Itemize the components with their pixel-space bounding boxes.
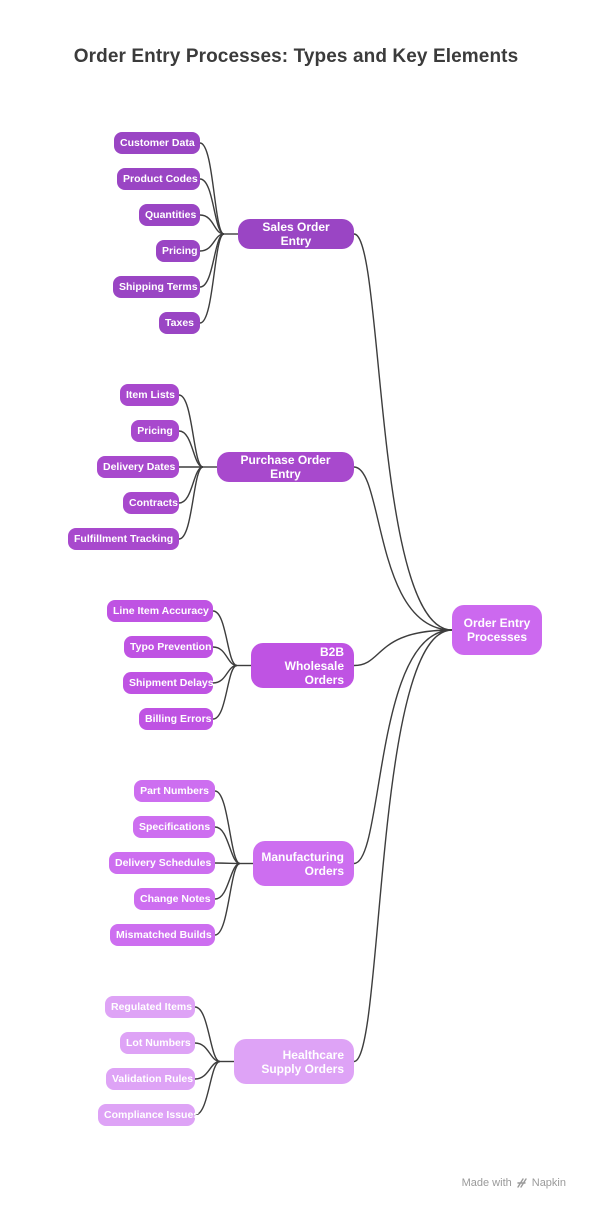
- connector-line: [353, 629, 453, 667]
- leaf-item[interactable]: Quantities: [139, 204, 200, 226]
- connector-line: [199, 142, 225, 235]
- leaf-item[interactable]: Billing Errors: [139, 708, 213, 730]
- credit-prefix: Made with: [461, 1177, 512, 1189]
- connector-line: [212, 664, 238, 720]
- branch-node-manufacturing[interactable]: Manufacturing Orders: [253, 841, 354, 886]
- diagram-title: Order Entry Processes: Types and Key Ele…: [73, 46, 519, 67]
- leaf-item[interactable]: Fulfillment Tracking: [68, 528, 179, 550]
- leaf-item[interactable]: Typo Prevention: [124, 636, 213, 658]
- connector-line: [178, 466, 204, 540]
- leaf-item[interactable]: Regulated Items: [105, 996, 195, 1018]
- connector-line: [353, 629, 453, 865]
- branch-label: B2B Wholesale Orders: [284, 644, 344, 687]
- branch-label: Manufacturing Orders: [261, 849, 344, 878]
- credit-brand: Napkin: [531, 1177, 566, 1189]
- leaf-item[interactable]: Product Codes: [117, 168, 200, 190]
- branch-node-sales[interactable]: Sales Order Entry: [238, 219, 354, 249]
- branch-node-b2b[interactable]: B2B Wholesale Orders: [251, 643, 354, 688]
- branch-label: Healthcare Supply Orders: [261, 1047, 344, 1076]
- leaf-item[interactable]: Pricing: [131, 420, 179, 442]
- leaf-item[interactable]: Lot Numbers: [120, 1032, 195, 1054]
- connector-line: [178, 394, 204, 468]
- root-node[interactable]: Order Entry Processes: [452, 605, 542, 655]
- connector-line: [194, 1042, 221, 1063]
- connector-line: [194, 1006, 221, 1063]
- leaf-item[interactable]: Compliance Issues: [98, 1104, 199, 1126]
- connector-line: [353, 629, 453, 1063]
- leaf-item[interactable]: Specifications: [133, 816, 215, 838]
- connector-line: [199, 214, 225, 235]
- napkin-credit[interactable]: Made with Napkin: [462, 1177, 566, 1189]
- leaf-item[interactable]: Line Item Accuracy: [107, 600, 213, 622]
- leaf-item[interactable]: Shipping Terms: [113, 276, 200, 298]
- leaf-item[interactable]: Validation Rules: [106, 1068, 195, 1090]
- leaf-item[interactable]: Item Lists: [120, 384, 179, 406]
- napkin-logo-icon: [516, 1177, 528, 1189]
- leaf-item[interactable]: Part Numbers: [134, 780, 215, 802]
- leaf-item[interactable]: Shipment Delays: [123, 672, 214, 694]
- leaf-item[interactable]: Customer Data: [114, 132, 200, 154]
- connector-line: [199, 233, 225, 288]
- leaf-item[interactable]: Delivery Dates: [97, 456, 179, 478]
- connector-line: [199, 178, 225, 235]
- branch-label: Sales Order Entry: [262, 220, 330, 248]
- connector-line: [214, 826, 241, 865]
- leaf-item[interactable]: Contracts: [123, 492, 179, 514]
- branch-node-purchase[interactable]: Purchase Order Entry: [217, 452, 354, 482]
- connector-line: [199, 233, 225, 324]
- connector-line: [178, 430, 204, 468]
- branch-label: Purchase Order Entry: [240, 453, 331, 481]
- branch-node-healthcare[interactable]: Healthcare Supply Orders: [234, 1039, 354, 1084]
- connector-line: [212, 610, 238, 667]
- leaf-item[interactable]: Taxes: [159, 312, 200, 334]
- connector-line: [353, 233, 453, 631]
- connector-line: [194, 1060, 221, 1116]
- connector-line: [214, 790, 241, 865]
- leaf-item[interactable]: Delivery Schedules: [109, 852, 215, 874]
- connector-line: [212, 646, 238, 667]
- leaf-item[interactable]: Change Notes: [134, 888, 215, 910]
- leaf-item[interactable]: Pricing: [156, 240, 200, 262]
- connector-line: [214, 862, 241, 936]
- connector-line: [214, 862, 241, 865]
- connector-line: [353, 466, 453, 631]
- leaf-item[interactable]: Mismatched Builds: [110, 924, 215, 946]
- root-label: Order Entry Processes: [463, 616, 531, 644]
